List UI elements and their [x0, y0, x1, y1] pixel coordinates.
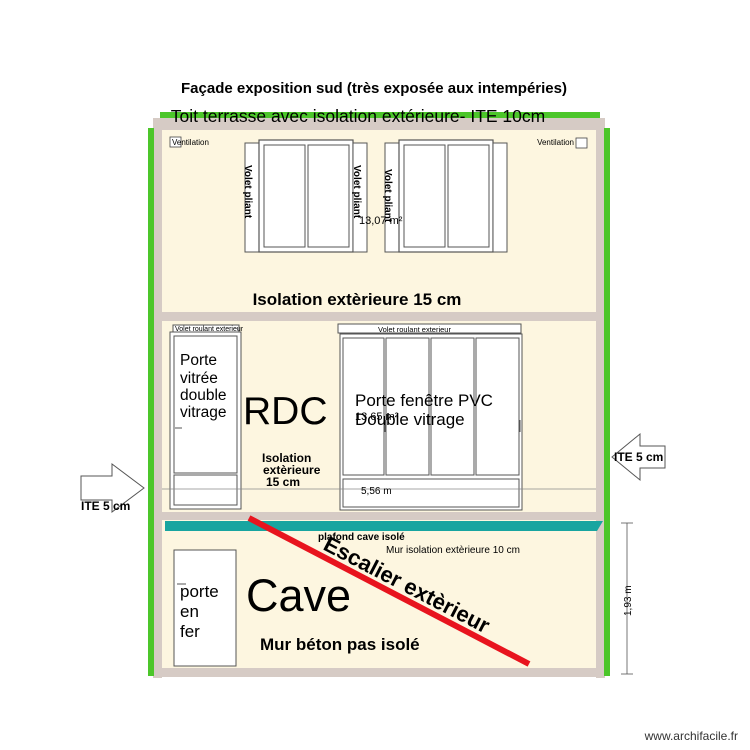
french-window-leaf-4	[475, 337, 520, 476]
glass-door-lower-panel	[173, 474, 238, 506]
iron-door-label-1: porte	[180, 582, 219, 601]
roof-insulation-band	[160, 112, 600, 118]
iron-door-label-3: fer	[180, 622, 200, 641]
french-window-label-1: Porte fenêtre PVC	[355, 391, 493, 410]
roof-slab	[153, 118, 604, 130]
vent-right-label: Ventilation	[537, 138, 574, 147]
rdc-insulation-label-2: extèrieure	[263, 463, 321, 477]
shutter-label-a: Volet pliant	[242, 165, 253, 219]
ite-left-label: ITE 5 cm	[81, 499, 130, 513]
french-window-leaf-2	[385, 337, 430, 476]
roof-title: Toit terrasse avec isolation extérieure-…	[171, 106, 545, 126]
blind-left-label: Volet roulant exterieur	[175, 326, 244, 333]
window-2-leaf-right	[447, 144, 490, 248]
french-window-leaf-1	[342, 337, 385, 476]
ite-left-line	[148, 128, 154, 676]
vent-right-icon	[575, 137, 588, 149]
iron-door	[173, 549, 237, 667]
glass-door-label-3: double	[180, 387, 227, 404]
upper-area: 13,07 m²	[359, 215, 403, 227]
exterior-stairs-line	[247, 515, 531, 667]
right-wall	[596, 118, 605, 678]
ite-left-arrow	[80, 463, 145, 513]
shutter-label-c: Volet pliant	[382, 169, 393, 223]
cave-label: Cave	[246, 570, 351, 621]
ite-right-arrow-shape	[611, 432, 666, 482]
foundation	[153, 668, 605, 677]
window-1-leaf-right	[307, 144, 350, 248]
width-dimension: 5,56 m	[361, 486, 392, 497]
window-1-leaf-left	[263, 144, 306, 248]
height-dimension: 1,93 m	[623, 585, 634, 616]
left-wall	[153, 118, 162, 678]
cave-ceiling-label: plafond cave isolé	[318, 532, 405, 543]
rdc-insulation-label-3: 15 cm	[266, 475, 300, 489]
vent-left-label: Ventilation	[172, 138, 209, 147]
glass-door-label-1: Porte	[180, 352, 217, 369]
french-window-label-2: Double vitrage	[355, 410, 465, 429]
ite-right-label: ITE 5 cm	[614, 450, 663, 464]
glass-door-label-4: vitrage	[180, 404, 227, 421]
upper-room	[162, 130, 596, 312]
blind-right	[337, 323, 522, 334]
french-window-lower-panel	[342, 478, 520, 508]
cave-ceiling-insulation	[165, 521, 603, 531]
ite-right-line	[604, 128, 610, 676]
cave-wall-insulation-label: Mur isolation extèrieure 10 cm	[386, 545, 520, 556]
facade-title: Façade exposition sud (très exposée aux …	[181, 80, 567, 97]
upper-insulation-label: Isolation extèrieure 15 cm	[253, 290, 462, 309]
floor-slab-rdc	[153, 512, 605, 520]
floor-slab-upper	[153, 312, 605, 321]
glass-door-label-2: vitrée	[180, 370, 218, 387]
rdc-label: RDC	[243, 390, 328, 433]
rdc-area: 13,65 m²	[355, 411, 399, 423]
rdc-insulation-label-1: Isolation	[262, 451, 311, 465]
blind-right-label: Volet roulant exterieur	[378, 325, 451, 334]
vent-left-icon	[169, 136, 182, 148]
shutter-right-1	[352, 142, 368, 253]
french-window-leaf-3	[430, 337, 475, 476]
watermark: www.archifacile.fr	[644, 729, 738, 743]
cave-wall-label: Mur béton pas isolé	[260, 635, 420, 654]
iron-door-label-2: en	[180, 602, 199, 621]
shutter-right-2	[492, 142, 508, 253]
shutter-label-b: Volet pliant	[351, 165, 362, 219]
glass-door-panel	[173, 335, 238, 474]
window-2-leaf-left	[403, 144, 446, 248]
